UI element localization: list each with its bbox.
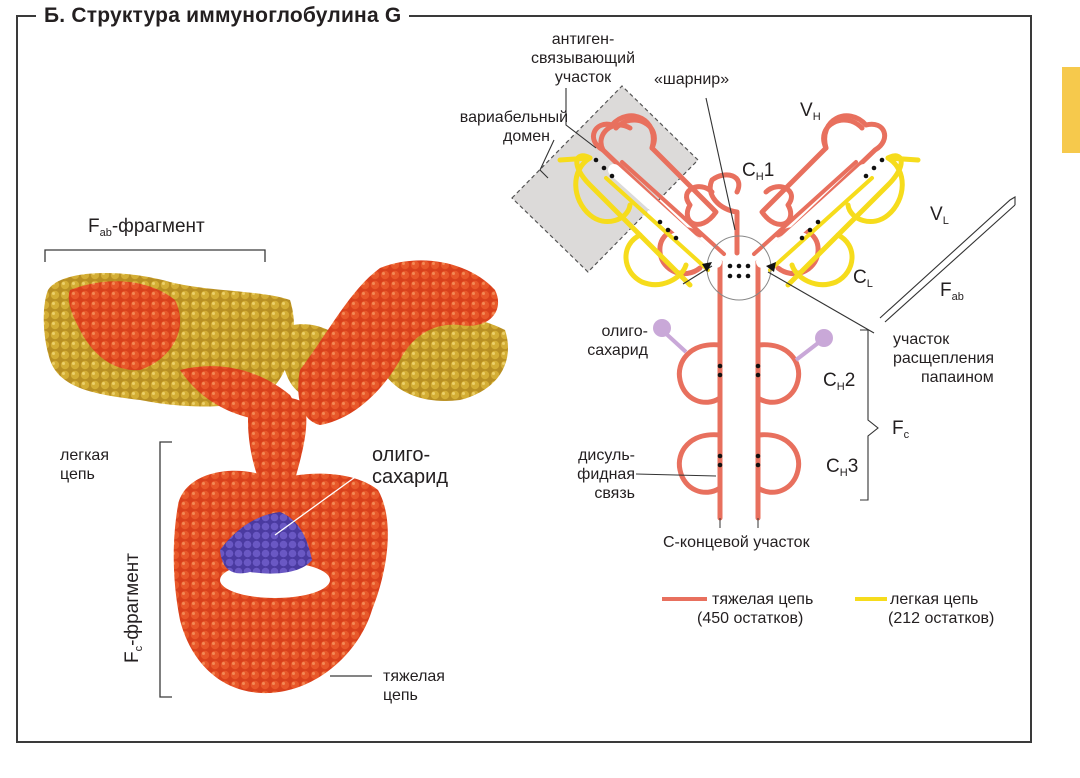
side-tab-marker [1062,67,1080,153]
light-chain-left [557,153,693,288]
heavy-chain-stem [717,259,761,521]
leader-lines [539,88,1016,501]
vl-label: VL [930,204,949,227]
legend-light-swatch [855,597,887,601]
legend-heavy-swatch [662,597,707,601]
fab-label: Fab [940,280,964,303]
model-oligosaccharide-label: олиго-сахарид [372,444,448,488]
light-chain-right [785,153,921,288]
model-fab-right-heavy [298,260,499,425]
oligosaccharide-pointer [274,474,359,536]
legend-light-label: легкая цепь(212 остатков) [888,591,995,627]
vh-label: VH [800,100,821,123]
fc-fragment-bracket [159,441,172,698]
cl-label: CL [853,267,873,290]
fab-fragment-label: Fab-фрагмент [88,216,205,239]
ch3-label: CH3 [826,456,859,479]
ch2-label: CH2 [823,370,856,393]
figure-frame [16,15,1032,743]
scheme-oligosaccharide-label: олиго-сахарид [587,323,648,359]
fc-label: Fc [892,418,910,441]
c-terminal-label: С-концевой участок [663,534,810,551]
disulfide-dots [593,157,885,468]
figure-title: Б. Структура иммуноглобулина G [36,4,410,28]
ch1-label: CH1 [742,160,775,183]
legend-heavy-label: тяжелая цепь(450 остатков) [697,591,814,627]
fab-fragment-bracket [44,249,266,262]
model-oligosaccharide [220,512,312,574]
oligosaccharide-marks [653,319,833,362]
model-hinge [247,396,307,488]
hinge-label: «шарнир» [654,71,730,88]
model-fab-left-heavy [68,281,181,371]
